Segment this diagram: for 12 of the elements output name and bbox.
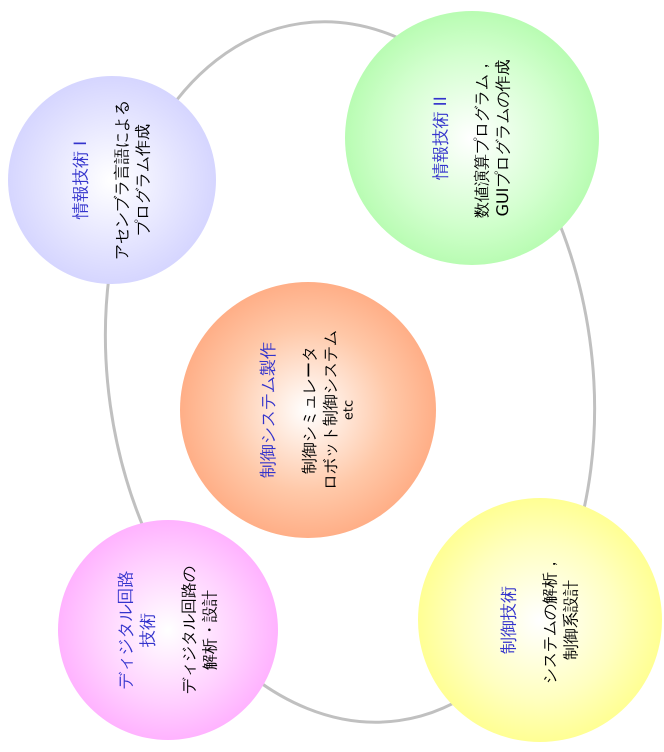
topic-description: ロボット制御システム <box>320 330 341 490</box>
topic-description: etc <box>341 400 358 420</box>
topic-description: ディジタル回路の解析・設計 <box>179 565 220 696</box>
topic-heading: 情報技術 II <box>430 96 452 180</box>
topic-heading: 情報技術 I <box>70 140 92 220</box>
topic-description: 数値演算プログラム，GUIプログラムの作成 <box>472 57 514 220</box>
topic-description: 制御シミュレータ <box>300 346 320 474</box>
topic-heading: 制御技術 <box>498 586 520 654</box>
topic-description: システムの解析，制御系設計 <box>540 555 582 686</box>
topic-heading: ディジタル回路技術 <box>115 570 160 690</box>
topic-description: アセンブラ言語によるプログラム作成 <box>112 99 154 262</box>
topic-heading: 制御システム製作 <box>258 342 280 478</box>
